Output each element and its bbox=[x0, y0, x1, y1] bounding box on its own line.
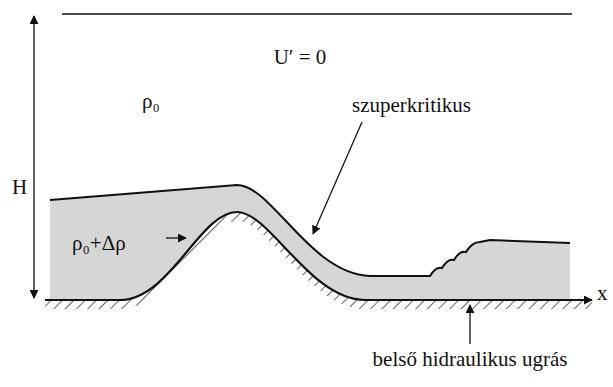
depth-arrow bbox=[33, 16, 34, 298]
leader-line bbox=[313, 122, 362, 234]
jump-label: belső hidraulikus ugrás bbox=[373, 348, 568, 371]
flow-regime-label: szuperkritikus bbox=[352, 94, 471, 117]
velocity-label: U′ = 0 bbox=[274, 46, 327, 69]
depth-label: H bbox=[12, 176, 27, 199]
topography-line bbox=[45, 212, 592, 300]
axis-label: x bbox=[597, 282, 608, 305]
density-label: ρ₀+Δρ bbox=[72, 232, 126, 255]
dense-layer bbox=[50, 185, 570, 300]
top-boundary bbox=[62, 13, 572, 15]
ground-hatching bbox=[45, 212, 592, 309]
density-label: ρ₀ bbox=[142, 90, 160, 113]
leader-line bbox=[469, 305, 470, 344]
flow-arrow bbox=[166, 237, 186, 238]
interface-line bbox=[50, 185, 570, 276]
